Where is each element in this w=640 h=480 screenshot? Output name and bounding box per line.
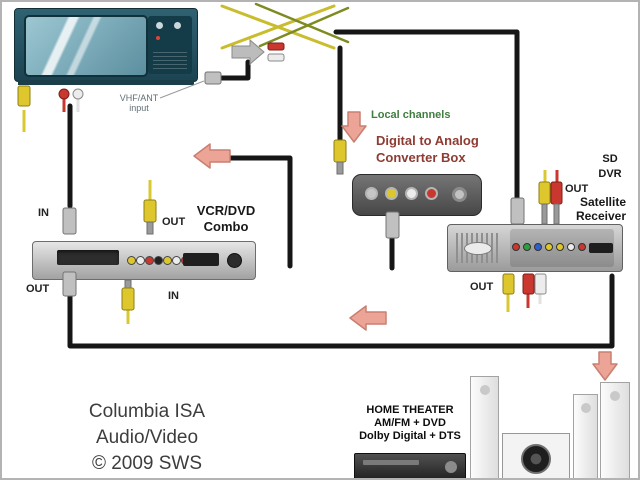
receiver-out-bottom-label: OUT (470, 281, 494, 293)
flow-arrow-down-icon (592, 351, 618, 381)
converter-box (352, 174, 482, 216)
coax-out-jack (452, 187, 467, 202)
subwoofer (502, 433, 570, 478)
plug-tip (541, 203, 548, 225)
f-connector (62, 271, 77, 297)
credit-text: Columbia ISA Audio/Video © 2009 SWS (37, 399, 257, 477)
vhf-pointer-line (159, 80, 205, 99)
receiver-out-label: OUT (565, 183, 589, 195)
cable-antenna-to-receiver (333, 29, 520, 205)
cable-vcr-to-receiver (67, 273, 615, 349)
barrel-connectors (62, 71, 525, 297)
tower-speaker (600, 382, 630, 478)
antenna-plug-cluster (231, 38, 285, 66)
rca-jack-yellow (555, 243, 564, 251)
f-connector (510, 197, 525, 225)
tv-control-panel (148, 16, 192, 74)
rca-jack-white (405, 187, 418, 200)
tv (14, 8, 198, 82)
flow-arrow-down-icon (341, 111, 367, 143)
home-theater-label: HOME THEATER AM/FM + DVD Dolby Digital +… (359, 404, 461, 442)
plug-tip (553, 203, 560, 225)
plug-tip (124, 279, 132, 289)
digital-port (588, 243, 613, 253)
rca-jack-red (145, 255, 154, 265)
tower-speaker (470, 376, 499, 478)
rca-jack-white (172, 255, 181, 265)
rca-jack-yellow (127, 255, 136, 265)
rca-jack-yellow (544, 243, 553, 251)
receiver-badge (464, 242, 492, 255)
vcr-dvd-combo-label: VCR/DVD Combo (196, 203, 256, 234)
tower-speaker (573, 394, 598, 478)
rca-plug-red (58, 88, 70, 100)
rca-plug-yellow (17, 85, 31, 107)
converter-box-label: Digital to Analog Converter Box (376, 133, 479, 165)
tv-knob (174, 22, 181, 29)
rca-plug-yellow (121, 287, 135, 311)
f-connector (204, 71, 222, 85)
rca-plug-yellow (143, 199, 157, 223)
cable-arrow-gray (231, 38, 265, 66)
tv-base (18, 80, 194, 85)
rca-plug-yellow (502, 273, 515, 295)
vcr-power-button (227, 253, 242, 268)
vcr-out-bottom-label: OUT (26, 283, 50, 295)
plug-tip (336, 161, 344, 175)
rca-jack-white (566, 243, 575, 251)
rca-jack-yellow (163, 255, 172, 265)
volume-knob (445, 461, 457, 473)
home-theater-receiver (354, 453, 466, 478)
vcr-in-bottom-label: IN (168, 290, 179, 302)
vhf-ant-input-label: VHF/ANT input (119, 93, 159, 113)
tv-knob (156, 22, 163, 29)
rca-jack-red (425, 187, 438, 200)
component-jack-blue (533, 243, 542, 251)
rca-plug-red (267, 42, 285, 51)
component-jack-red (511, 243, 520, 251)
converter-jack-panel (365, 187, 438, 200)
satellite-receiver (447, 224, 623, 272)
rca-jack-white (136, 255, 145, 265)
tv-screen (24, 15, 148, 77)
satellite-receiver-label: Satellite Receiver (575, 195, 626, 223)
credit-line-1: Columbia ISA (88, 401, 206, 422)
rca-plug-white (534, 273, 547, 295)
vcr-out-label: OUT (162, 216, 186, 228)
rca-plug-white (267, 53, 285, 62)
plug-tip (146, 221, 154, 235)
credit-line-3: © 2009 SWS (91, 453, 203, 474)
cable-vcr-out-branch (225, 155, 293, 269)
tv-speaker-grille (153, 51, 187, 69)
antenna-icon (220, 2, 350, 50)
coax-jack (365, 187, 378, 200)
rca-plug-white (72, 88, 84, 100)
vcr-in-label: IN (38, 207, 49, 219)
f-connector (385, 211, 400, 239)
vcr-display (183, 253, 219, 266)
f-connector (62, 207, 77, 235)
sd-dvr-label: SD DVR (598, 153, 622, 180)
tv-power-led (156, 36, 160, 40)
component-jack-green (522, 243, 531, 251)
rca-plug-red (522, 273, 535, 295)
cassette-slot (57, 250, 119, 265)
rca-plug-yellow (333, 139, 347, 163)
rca-jack-red (577, 243, 586, 251)
rca-plug-yellow (538, 181, 551, 205)
rca-jack-black (154, 255, 163, 265)
flow-arrows (193, 111, 618, 381)
flow-arrow-left-icon (349, 305, 387, 331)
credit-line-2: Audio/Video (95, 427, 199, 448)
flow-arrow-left-icon (193, 143, 231, 169)
rca-jack-yellow (385, 187, 398, 200)
subwoofer-cone (521, 444, 551, 475)
disc-tray (363, 460, 419, 465)
cable-tv-antenna-stub (218, 59, 251, 81)
receiver-jack-panel (510, 229, 614, 267)
rca-plugs (17, 85, 563, 311)
coax-cables (67, 29, 615, 349)
local-channels-label: Local channels (371, 109, 451, 121)
